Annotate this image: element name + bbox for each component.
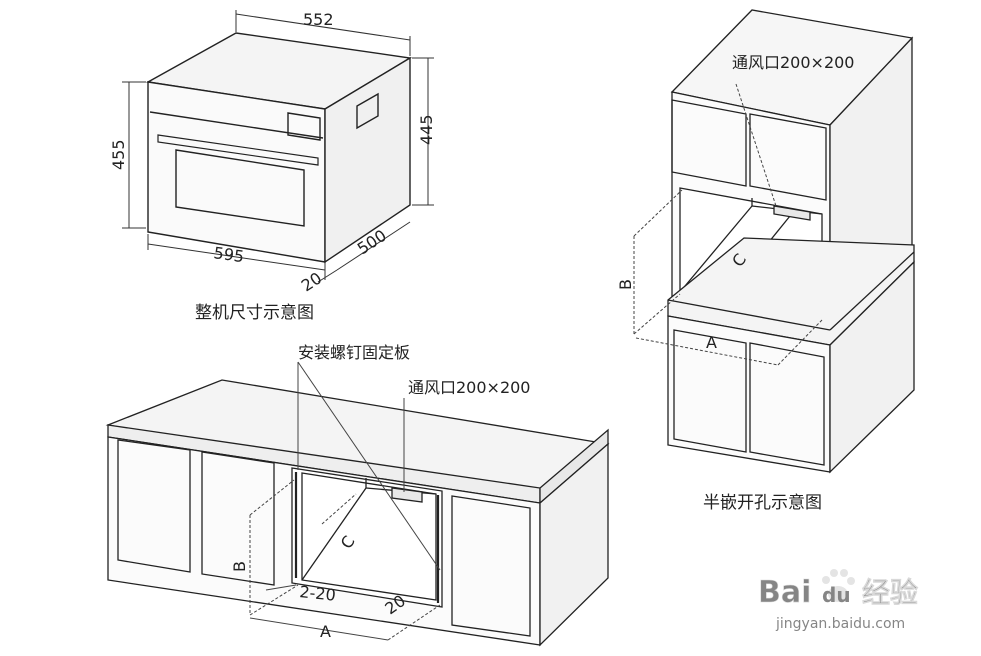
oven-dim-top: 552 [303,10,334,29]
oven-dim-right: 445 [417,114,436,145]
watermark-brand-1: Bai [758,575,811,610]
cabinet-dimension-lines [633,83,823,366]
oven-dimension-lines [122,10,434,283]
counter-dim-b: B [230,561,249,572]
watermark-brand-2: du [822,583,851,607]
oven-drawing [145,32,413,264]
cabinet-dim-b: B [616,279,635,290]
cabinet-dim-a: A [706,333,717,352]
counter-dimension-lines [249,361,441,641]
oven-dim-left: 455 [109,139,128,170]
counter-dim-a: A [320,622,331,641]
oven-dim-offset: 20 [298,268,325,295]
counter-bracket-label: 安装螺钉固定板 [298,343,410,362]
counter-drawing [105,379,610,647]
watermark-brand-cn: 经验 [862,576,918,609]
oven-dim-bottom: 595 [212,243,245,266]
cabinet-drawing [667,9,915,474]
counter-dim-gap: 2-20 [299,582,337,605]
cabinet-vent-label: 通风口200×200 [732,53,855,72]
baidu-watermark: Bai du 经验 jingyan.baidu.com [758,569,918,632]
counter-vent-label: 通风口200×200 [408,378,531,397]
watermark-url: jingyan.baidu.com [775,616,905,632]
oven-caption: 整机尺寸示意图 [195,303,314,323]
paw-icon [822,569,855,602]
cabinet-caption: 半嵌开孔示意图 [703,493,822,513]
